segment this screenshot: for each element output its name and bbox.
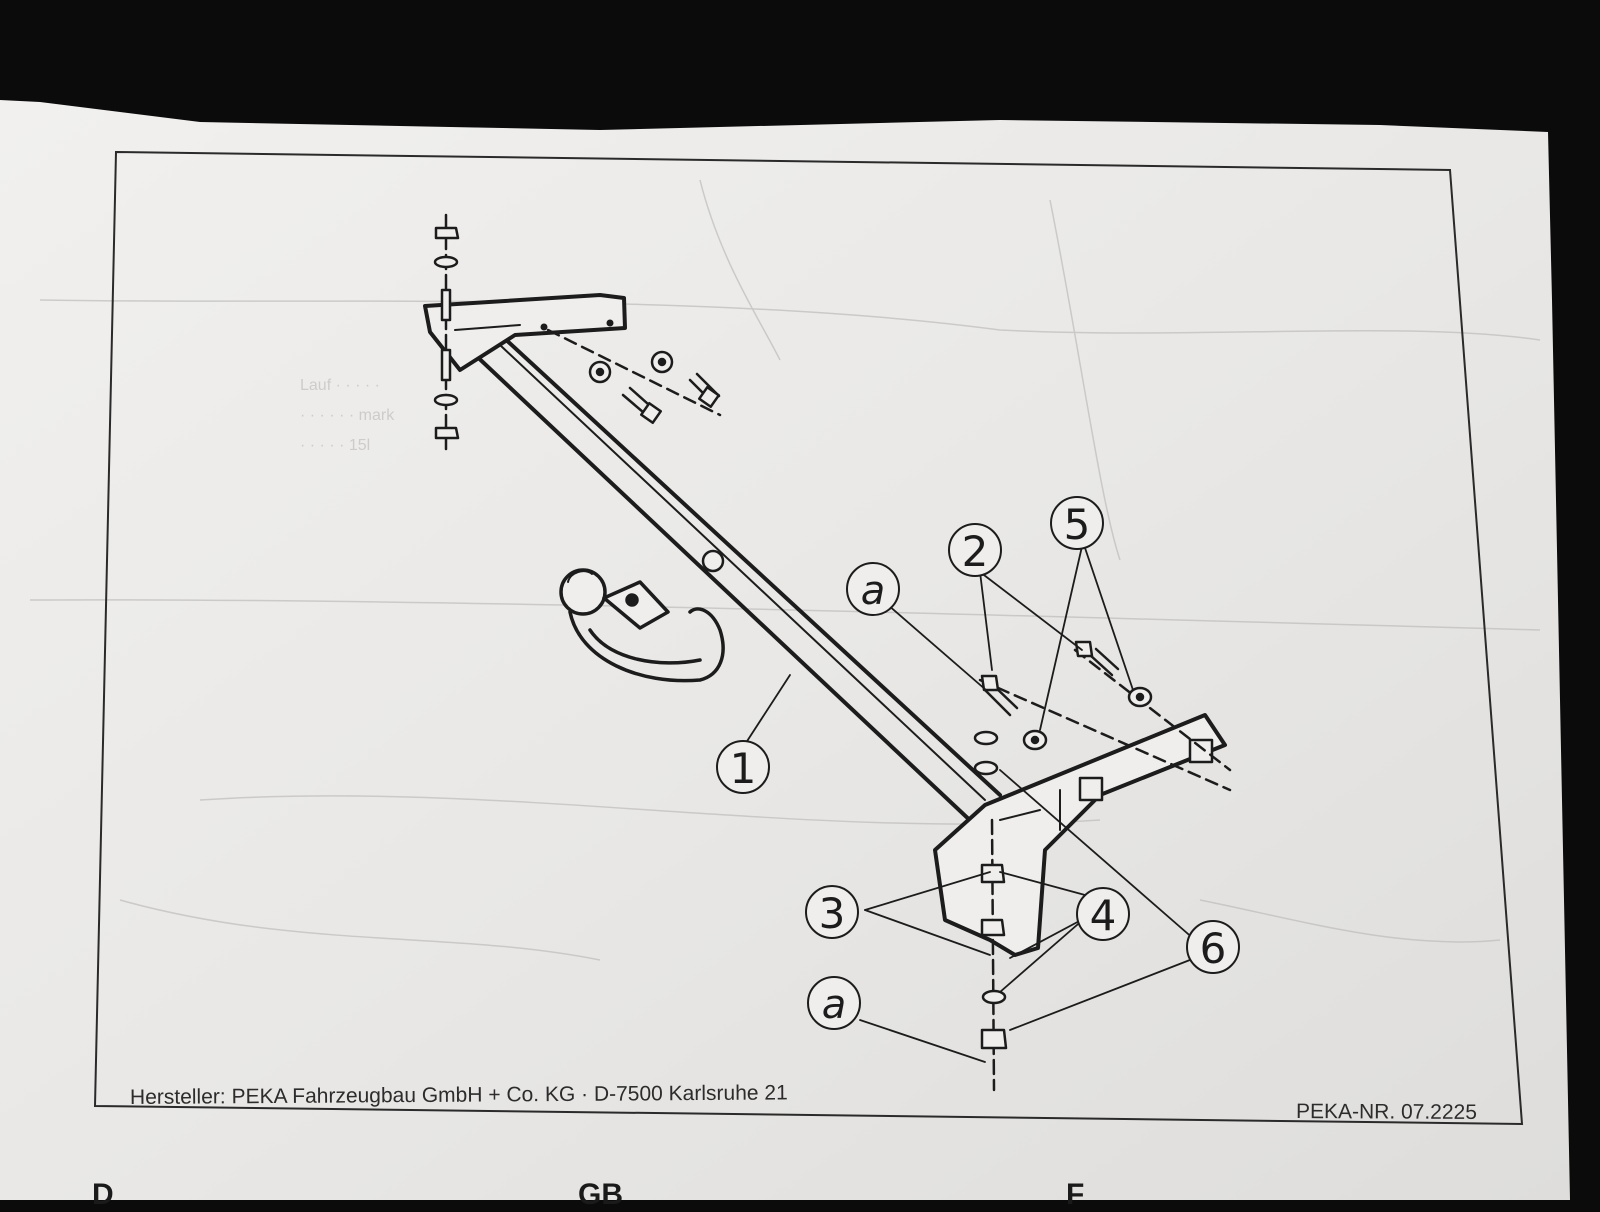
svg-text:· · · · · 15l: · · · · · 15l [300, 437, 370, 454]
callout-6: 6 [1186, 920, 1240, 974]
callout-a-top-label: a [861, 568, 886, 614]
callout-2: 2 [948, 523, 1002, 577]
bottom-letter-f: F [1066, 1178, 1085, 1211]
left-bracket [423, 293, 627, 372]
callout-a-top: a [846, 562, 900, 616]
right-bolt-set [973, 640, 1232, 792]
towbar-diagram [423, 213, 1232, 1092]
show-through-text: Lauf · · · · · · · · · · · mark · · · · … [300, 377, 395, 454]
callout-a-bottom: a [807, 976, 861, 1030]
callout-1-label: 1 [730, 744, 757, 793]
part-number: PEKA-NR. 07.2225 [1295, 1100, 1477, 1124]
callout-6-label: 6 [1200, 924, 1227, 973]
callout-4-label: 4 [1090, 891, 1117, 940]
bottom-letter-gb: GB [578, 1178, 623, 1211]
callout-3-label: 3 [819, 889, 846, 938]
bottom-letter-d: D [92, 1178, 114, 1211]
document-frame [93, 150, 1524, 1126]
left-stud-assembly [433, 213, 460, 452]
callout-4: 4 [1076, 887, 1130, 941]
callout-5: 5 [1050, 496, 1104, 550]
svg-text:· · · · · · mark: · · · · · · mark [300, 407, 395, 424]
right-stud-assembly [980, 818, 1008, 1092]
callout-1: 1 [716, 740, 770, 794]
paper-wrinkles [29, 179, 1541, 961]
leader-lines [739, 541, 1196, 1063]
callout-2-label: 2 [962, 527, 989, 576]
manufacturer-line: Hersteller: PEKA Fahrzeugbau GmbH + Co. … [129, 1081, 788, 1109]
left-bolt-set [546, 328, 722, 424]
beam-collar [701, 549, 725, 573]
tow-ball-hitch [559, 568, 725, 683]
paper-sheet [0, 100, 1570, 1200]
svg-text:Lauf · · · · ·: Lauf · · · · · [300, 377, 380, 394]
callout-5-label: 5 [1064, 500, 1091, 549]
callout-a-bottom-label: a [822, 982, 847, 1028]
callout-3: 3 [805, 885, 859, 939]
